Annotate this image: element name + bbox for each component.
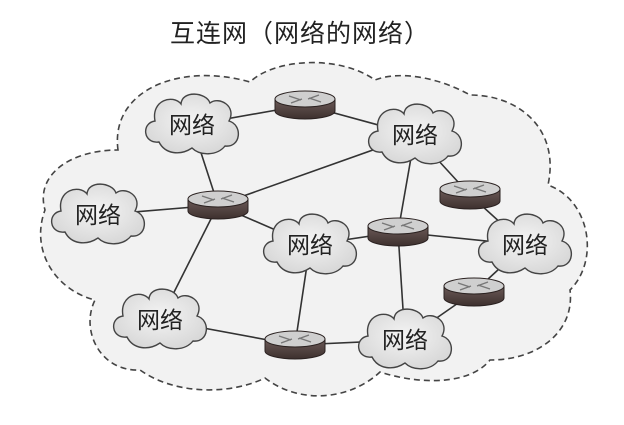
- router-top: [274, 90, 336, 108]
- network-cloud-shape: [51, 183, 145, 245]
- router-top: [443, 277, 505, 295]
- network-cloud-shape: [478, 213, 572, 275]
- routers-group: [187, 90, 505, 360]
- network-label: 网络: [75, 203, 121, 229]
- router-3: [439, 180, 501, 210]
- router-arrows-icon: [453, 184, 487, 194]
- router-4: [367, 217, 429, 247]
- network-cloud-1: 网络: [145, 93, 239, 155]
- network-label: 网络: [392, 123, 438, 149]
- router-top: [367, 217, 429, 235]
- network-cloud-5: 网络: [478, 213, 572, 275]
- router-top: [264, 330, 326, 348]
- network-cloud-3: 网络: [51, 183, 145, 245]
- network-cloud-4: 网络: [263, 213, 357, 275]
- network-label: 网络: [502, 233, 548, 259]
- network-cloud-shape: [368, 103, 462, 165]
- router-arrows-icon: [381, 221, 415, 231]
- networks-group: 网络网络网络网络网络网络网络: [51, 93, 572, 370]
- router-6: [264, 330, 326, 360]
- network-cloud-shape: [263, 213, 357, 275]
- network-cloud-shape: [145, 93, 239, 155]
- network-label: 网络: [382, 328, 428, 354]
- diagram-title: 互连网（网络的网络）: [169, 19, 430, 48]
- router-arrows-icon: [288, 94, 322, 104]
- router-arrows-icon: [457, 281, 491, 291]
- network-cloud-6: 网络: [113, 288, 207, 350]
- network-label: 网络: [287, 233, 333, 259]
- network-label: 网络: [137, 308, 183, 334]
- router-arrows-icon: [201, 194, 235, 204]
- router-top: [439, 180, 501, 198]
- network-label: 网络: [169, 113, 215, 139]
- router-5: [443, 277, 505, 307]
- router-arrows-icon: [278, 334, 312, 344]
- network-cloud-2: 网络: [368, 103, 462, 165]
- network-cloud-shape: [113, 288, 207, 350]
- router-top: [187, 190, 249, 208]
- network-cloud-7: 网络: [358, 308, 452, 370]
- network-cloud-shape: [358, 308, 452, 370]
- router-1: [274, 90, 336, 120]
- router-2: [187, 190, 249, 220]
